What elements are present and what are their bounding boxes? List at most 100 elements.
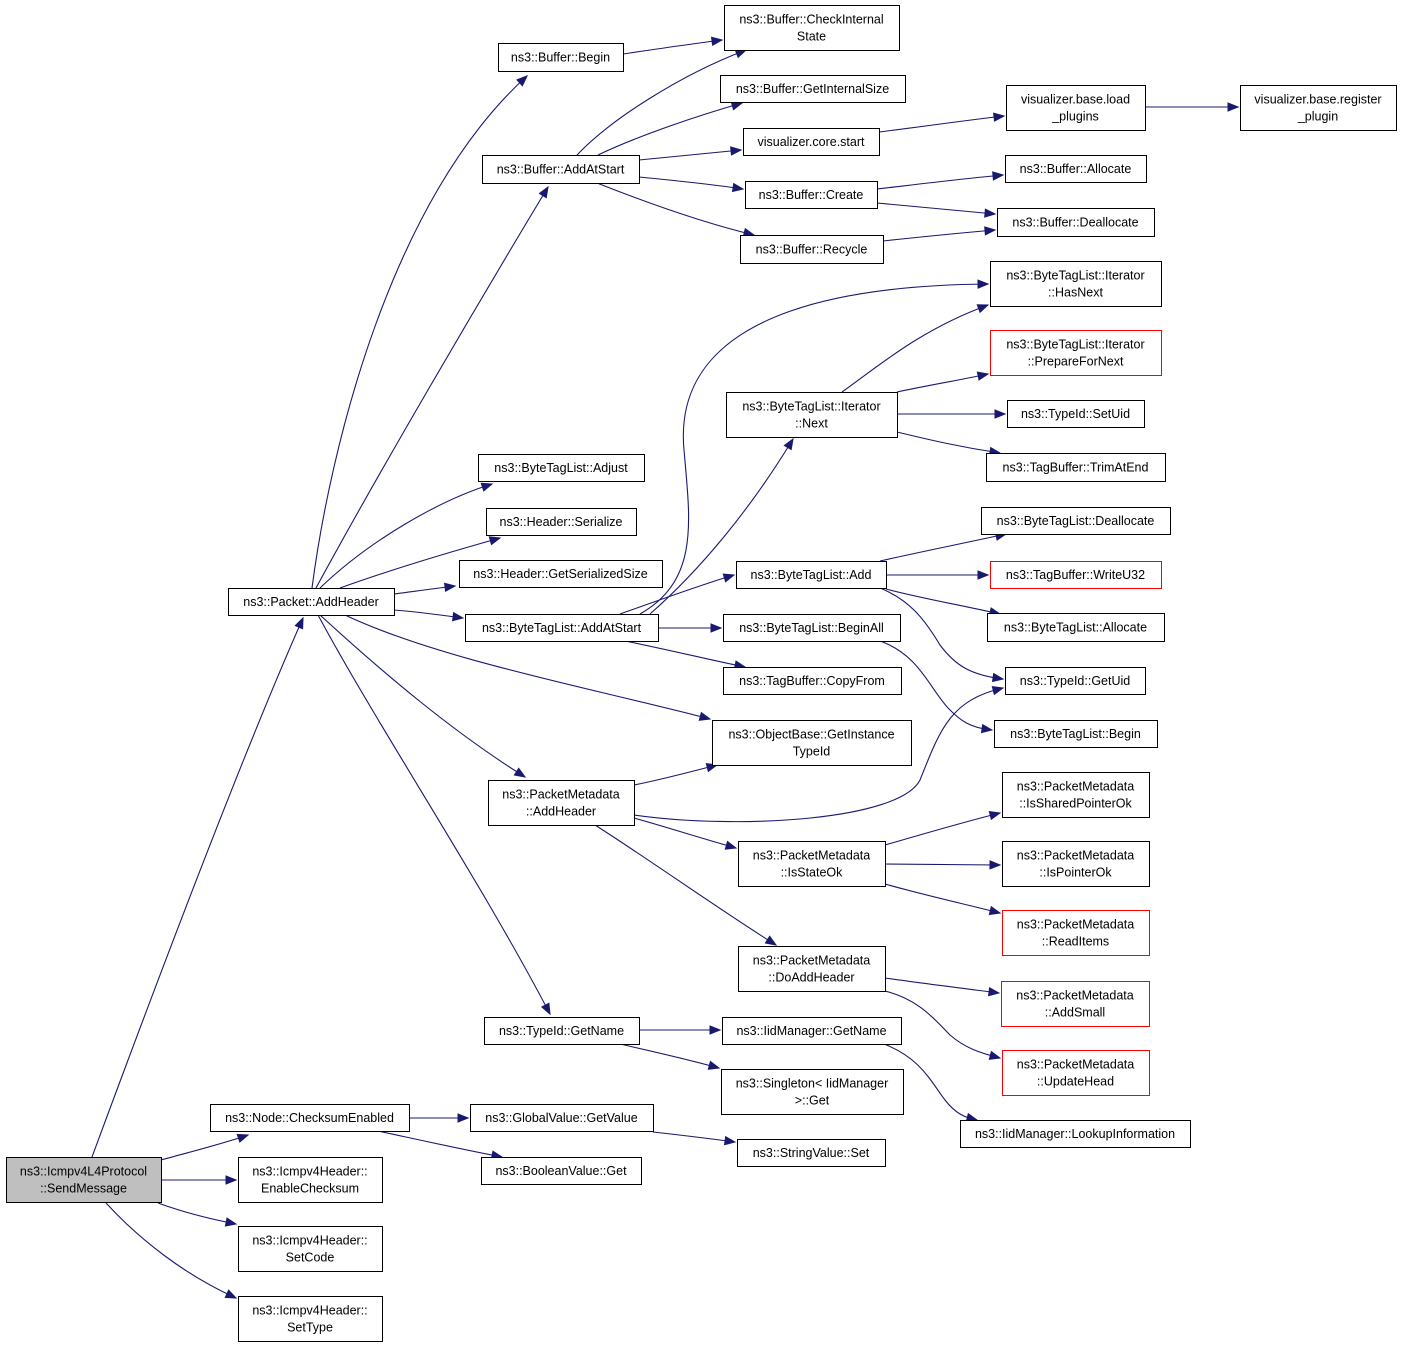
node-box: [1005, 667, 1146, 695]
edge-btlItNext-to-btlItPrepare-line: [896, 373, 989, 393]
edge-bufRecycle-to-bufDeallocate: [882, 226, 997, 242]
node-hdrSerialize[interactable]: ns3::Header::Serialize: [486, 508, 637, 536]
edge-addHeader-to-btlAdjust-arrowhead: [480, 482, 494, 492]
node-box: [1240, 85, 1397, 131]
edge-root-to-enableChecksum: [161, 1175, 238, 1185]
edge-pmAddHeader-to-pmIsStateOk: [633, 817, 738, 850]
edge-bufAddAtStart-to-bufCheck-line: [576, 49, 747, 156]
edge-root-to-setCode-line: [157, 1202, 237, 1225]
node-vizLoadPlugins[interactable]: visualizer.base.load_plugins: [1006, 85, 1146, 131]
node-bufAddAtStart[interactable]: ns3::Buffer::AddAtStart: [482, 155, 640, 184]
node-bufAllocate[interactable]: ns3::Buffer::Allocate: [1005, 155, 1147, 183]
edge-pmIsStateOk-to-pmIsPointerOk-arrowhead: [989, 860, 1002, 870]
node-vizStart[interactable]: visualizer.core.start: [743, 128, 880, 156]
node-pmAddSmall[interactable]: ns3::PacketMetadata::AddSmall: [1001, 981, 1150, 1027]
edge-pmDoAddHeader-to-pmAddSmall: [884, 977, 1001, 997]
node-setCode[interactable]: ns3::Icmpv4Header::SetCode: [238, 1226, 383, 1272]
node-svSet[interactable]: ns3::StringValue::Set: [737, 1139, 886, 1167]
node-enableChecksum[interactable]: ns3::Icmpv4Header::EnableChecksum: [238, 1157, 383, 1203]
node-btlAddAtStart[interactable]: ns3::ByteTagList::AddAtStart: [465, 614, 659, 642]
edge-addHeader-to-pmAddHeader-line: [319, 614, 526, 778]
node-setType[interactable]: ns3::Icmpv4Header::SetType: [238, 1296, 383, 1342]
node-bufBegin[interactable]: ns3::Buffer::Begin: [498, 43, 624, 72]
edge-root-to-setType-line: [105, 1202, 237, 1299]
edge-bufCreate-to-bufDeallocate: [876, 202, 997, 218]
node-btlItHasNext[interactable]: ns3::ByteTagList::Iterator::HasNext: [990, 261, 1162, 307]
node-btlBegin[interactable]: ns3::ByteTagList::Begin: [994, 720, 1158, 748]
node-box: [724, 5, 900, 51]
node-pmIsPointerOk[interactable]: ns3::PacketMetadata::IsPointerOk: [1002, 841, 1150, 887]
node-checksumEnabled[interactable]: ns3::Node::ChecksumEnabled: [210, 1104, 410, 1132]
edge-btlAddAtStart-to-btlItHasNext-line: [639, 283, 989, 615]
node-tidGetUid[interactable]: ns3::TypeId::GetUid: [1005, 667, 1146, 695]
node-gvGetValue[interactable]: ns3::GlobalValue::GetValue: [470, 1104, 654, 1132]
node-label-line: ::AddHeader: [526, 805, 596, 819]
node-iidLookup[interactable]: ns3::IidManager::LookupInformation: [960, 1120, 1191, 1148]
edge-btlItNext-to-tbTrimAtEnd: [896, 431, 1002, 457]
edge-pmDoAddHeader-to-pmUpdateHead-arrowhead: [988, 1050, 1002, 1060]
node-label-line: ns3::TagBuffer::CopyFrom: [739, 674, 885, 688]
node-box: [1006, 85, 1146, 131]
edge-btlAdd-to-tidGetUid-arrowhead: [991, 672, 1005, 683]
node-root[interactable]: ns3::Icmpv4L4Protocol::SendMessage: [6, 1157, 162, 1203]
node-btlItNext[interactable]: ns3::ByteTagList::Iterator::Next: [726, 392, 898, 438]
node-btlDeallocate[interactable]: ns3::ByteTagList::Deallocate: [981, 507, 1171, 535]
node-btlBeginAll[interactable]: ns3::ByteTagList::BeginAll: [723, 614, 901, 642]
node-hdrGetSize[interactable]: ns3::Header::GetSerializedSize: [459, 560, 663, 588]
edge-root-to-checksumEnabled-arrowhead: [236, 1133, 250, 1143]
node-addHeader[interactable]: ns3::Packet::AddHeader: [228, 588, 395, 616]
node-box: [723, 614, 901, 642]
node-box: [990, 561, 1162, 589]
node-iidGetName[interactable]: ns3::IidManager::GetName: [722, 1017, 902, 1045]
node-pmDoAddHeader[interactable]: ns3::PacketMetadata::DoAddHeader: [738, 946, 886, 992]
node-pmUpdateHead[interactable]: ns3::PacketMetadata::UpdateHead: [1002, 1050, 1150, 1096]
node-btlAllocate[interactable]: ns3::ByteTagList::Allocate: [987, 613, 1165, 642]
node-btlAdjust[interactable]: ns3::ByteTagList::Adjust: [478, 454, 645, 482]
node-label-line: ns3::ByteTagList::Begin: [1010, 727, 1141, 741]
node-bufCreate[interactable]: ns3::Buffer::Create: [745, 181, 878, 209]
edge-pmAddHeader-to-tidGetUid-line: [633, 687, 1004, 823]
node-label-line: ns3::ByteTagList::BeginAll: [739, 621, 884, 635]
edge-addHeader-to-bufBegin: [311, 75, 528, 589]
node-bufRecycle[interactable]: ns3::Buffer::Recycle: [740, 235, 884, 264]
node-box: [738, 946, 886, 992]
edge-pmDoAddHeader-to-pmUpdateHead: [884, 990, 1002, 1060]
node-tbWriteU32[interactable]: ns3::TagBuffer::WriteU32: [990, 561, 1162, 589]
edge-checksumEnabled-to-boolGet: [377, 1130, 504, 1160]
edge-bufAddAtStart-to-bufCreate: [638, 176, 745, 193]
node-boolGet[interactable]: ns3::BooleanValue::Get: [481, 1157, 642, 1185]
node-pmIsStateOk[interactable]: ns3::PacketMetadata::IsStateOk: [738, 841, 886, 887]
edge-bufAddAtStart-to-bufRecycle: [596, 182, 756, 238]
node-box: [743, 128, 880, 156]
edge-vizStart-to-vizLoadPlugins: [878, 112, 1006, 133]
node-tbCopyFrom[interactable]: ns3::TagBuffer::CopyFrom: [723, 667, 902, 695]
node-label-line: ns3::TypeId::GetUid: [1020, 674, 1131, 688]
node-btlAdd[interactable]: ns3::ByteTagList::Add: [736, 561, 887, 589]
node-label-line: State: [797, 30, 826, 44]
node-pmIsShared[interactable]: ns3::PacketMetadata::IsSharedPointerOk: [1002, 772, 1150, 818]
edge-bufAddAtStart-to-bufCreate-line: [638, 176, 744, 190]
node-label-line: ::IsPointerOk: [1039, 866, 1112, 880]
node-label-line: ns3::Node::ChecksumEnabled: [225, 1111, 394, 1125]
node-bufDeallocate[interactable]: ns3::Buffer::Deallocate: [997, 208, 1155, 237]
node-vizRegister[interactable]: visualizer.base.register_plugin: [1240, 85, 1397, 131]
node-tidGetName[interactable]: ns3::TypeId::GetName: [484, 1017, 640, 1045]
node-label-line: ::UpdateHead: [1037, 1075, 1114, 1089]
node-label-line: ns3::PacketMetadata: [753, 849, 870, 863]
edge-btlBeginAll-to-btlBegin-arrowhead: [980, 723, 994, 734]
edge-root-to-addHeader-arrowhead: [294, 616, 304, 630]
node-label-line: ns3::Buffer::Recycle: [756, 243, 868, 257]
edge-bufBegin-to-bufCheck-line: [622, 39, 723, 55]
node-pmAddHeader[interactable]: ns3::PacketMetadata::AddHeader: [488, 780, 635, 826]
node-tidSetUid[interactable]: ns3::TypeId::SetUid: [1007, 400, 1145, 428]
node-tbTrimAtEnd[interactable]: ns3::TagBuffer::TrimAtEnd: [986, 453, 1166, 482]
node-bufGetInternalSize[interactable]: ns3::Buffer::GetInternalSize: [720, 75, 906, 103]
edge-bufBegin-to-bufCheck-arrowhead: [710, 36, 724, 47]
node-btlItPrepare[interactable]: ns3::ByteTagList::Iterator::PrepareForNe…: [990, 330, 1162, 376]
node-singletonGet[interactable]: ns3::Singleton< IidManager>::Get: [721, 1069, 904, 1115]
node-pmReadItems[interactable]: ns3::PacketMetadata::ReadItems: [1002, 910, 1150, 956]
node-label-line: ns3::Buffer::GetInternalSize: [736, 82, 889, 96]
edge-vizLoadPlugins-to-vizRegister-arrowhead: [1227, 102, 1240, 112]
